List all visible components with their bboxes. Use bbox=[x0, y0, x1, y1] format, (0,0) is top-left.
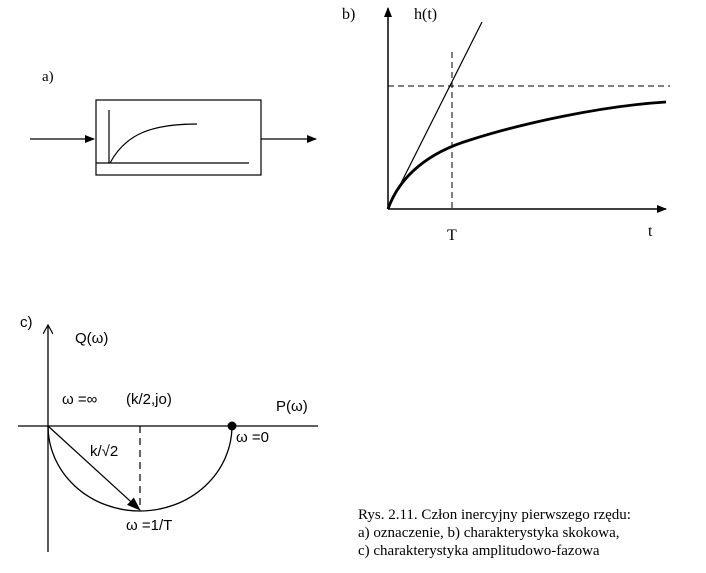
c-y-axis-label: Q(ω) bbox=[75, 330, 108, 347]
b-tangent-line bbox=[387, 21, 483, 210]
c-omega-infinity-point: (k/2,jo) bbox=[126, 391, 172, 408]
b-step-response-curve bbox=[386, 100, 667, 210]
caption-line-1: Rys. 2.11. Człon inercyjny pierwszego rz… bbox=[358, 507, 631, 523]
c-omega-1-over-t-label: ω =1/T bbox=[126, 517, 172, 534]
inertial-block bbox=[95, 99, 262, 176]
panel-c-nyquist-plot: c) Q(ω) P(ω) ω =∞ (k/2,jo) ω =0 k/√2 ω =… bbox=[18, 314, 318, 552]
c-x-axis-label: P(ω) bbox=[276, 398, 308, 415]
c-omega-zero-point bbox=[227, 421, 237, 431]
b-x-axis-label: t bbox=[648, 223, 653, 240]
c-radius-vector bbox=[47, 425, 141, 511]
panel-a-label: a) bbox=[42, 69, 54, 85]
block-icon-step-curve bbox=[109, 123, 198, 164]
panel-b-step-response: b) h(t) t T bbox=[342, 6, 670, 244]
c-radius-label: k/√2 bbox=[90, 443, 118, 460]
panel-a-block-diagram: a) bbox=[30, 69, 317, 176]
panel-b-label: b) bbox=[342, 6, 355, 23]
c-omega-zero-label: ω =0 bbox=[236, 429, 269, 446]
c-nyquist-semicircle bbox=[47, 425, 233, 512]
figure-caption: Rys. 2.11. Człon inercyjny pierwszego rz… bbox=[358, 506, 698, 560]
b-time-constant-label: T bbox=[447, 227, 457, 244]
caption-line-2: a) oznaczenie, b) charakterystyka skokow… bbox=[358, 525, 620, 541]
c-omega-infinity-label: ω =∞ bbox=[62, 391, 98, 408]
caption-line-3: c) charakterystyka amplitudowo-fazowa bbox=[358, 543, 600, 559]
b-y-axis-label: h(t) bbox=[414, 6, 437, 23]
panel-c-label: c) bbox=[20, 314, 33, 331]
